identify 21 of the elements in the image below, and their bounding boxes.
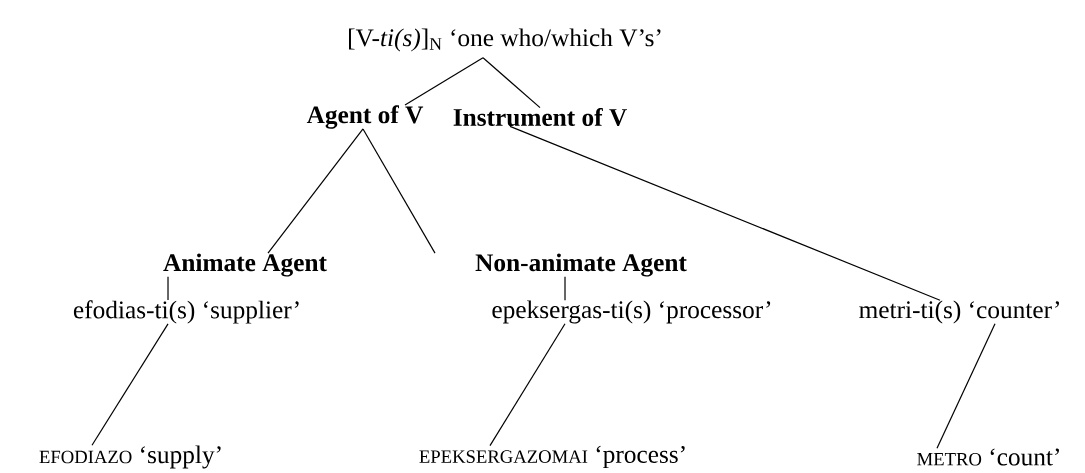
tree-branch: [936, 323, 996, 449]
tree-branch: [267, 128, 364, 254]
tree-branch: [489, 323, 566, 447]
tree-label: Non-animate Agent: [475, 253, 687, 277]
tree-branch: [564, 276, 566, 301]
tree-label: Animate Agent: [163, 253, 327, 277]
tree-branch: [509, 125, 941, 301]
tree-branch: [91, 323, 169, 446]
tree-label: EFODIAZO ‘supply’: [39, 445, 221, 469]
tree-branch: [362, 128, 436, 254]
tree-label: EPEKSERGAZOMAI ‘process’: [419, 445, 685, 469]
tree-label: efodias-ti(s) ‘supplier’: [73, 300, 299, 324]
tree-label: Agent of V: [306, 105, 424, 129]
tree-branch: [167, 276, 169, 301]
tree-label: METRO ‘count’: [917, 448, 1059, 466]
tree-label: Instrument of V: [453, 107, 627, 127]
tree-label: [V-ti(s)]$_{N}$ ‘one who/which V’s’: [349, 28, 661, 52]
tree-branch: [404, 57, 484, 106]
tree-branch: [482, 57, 541, 109]
tree-label: metri-ti(s) ‘counter’: [859, 300, 1059, 324]
tree-label: epeksergas-ti(s) ‘processor’: [492, 300, 771, 324]
